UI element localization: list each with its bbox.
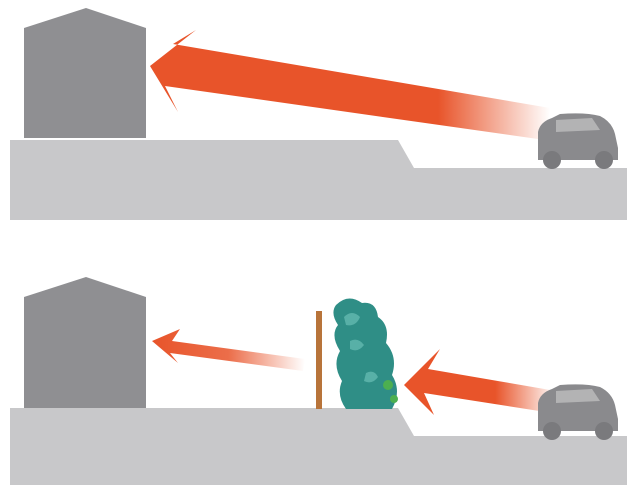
scene-with-barrier-svg [0, 245, 627, 489]
house-icon [24, 277, 146, 408]
blocked-glare-arrow [404, 349, 556, 415]
house-icon [24, 8, 146, 138]
fence-post-icon [316, 311, 322, 409]
shrub-icon [333, 298, 398, 409]
scene-without-barrier [0, 0, 627, 235]
scene-with-barrier [0, 245, 627, 489]
car-icon [538, 113, 618, 169]
car-icon [538, 384, 618, 440]
ground [10, 408, 627, 485]
scene-without-barrier-svg [0, 0, 627, 235]
ground [10, 140, 627, 220]
headlight-glare-arrow [150, 30, 550, 140]
reduced-glare-arrow [152, 329, 305, 371]
